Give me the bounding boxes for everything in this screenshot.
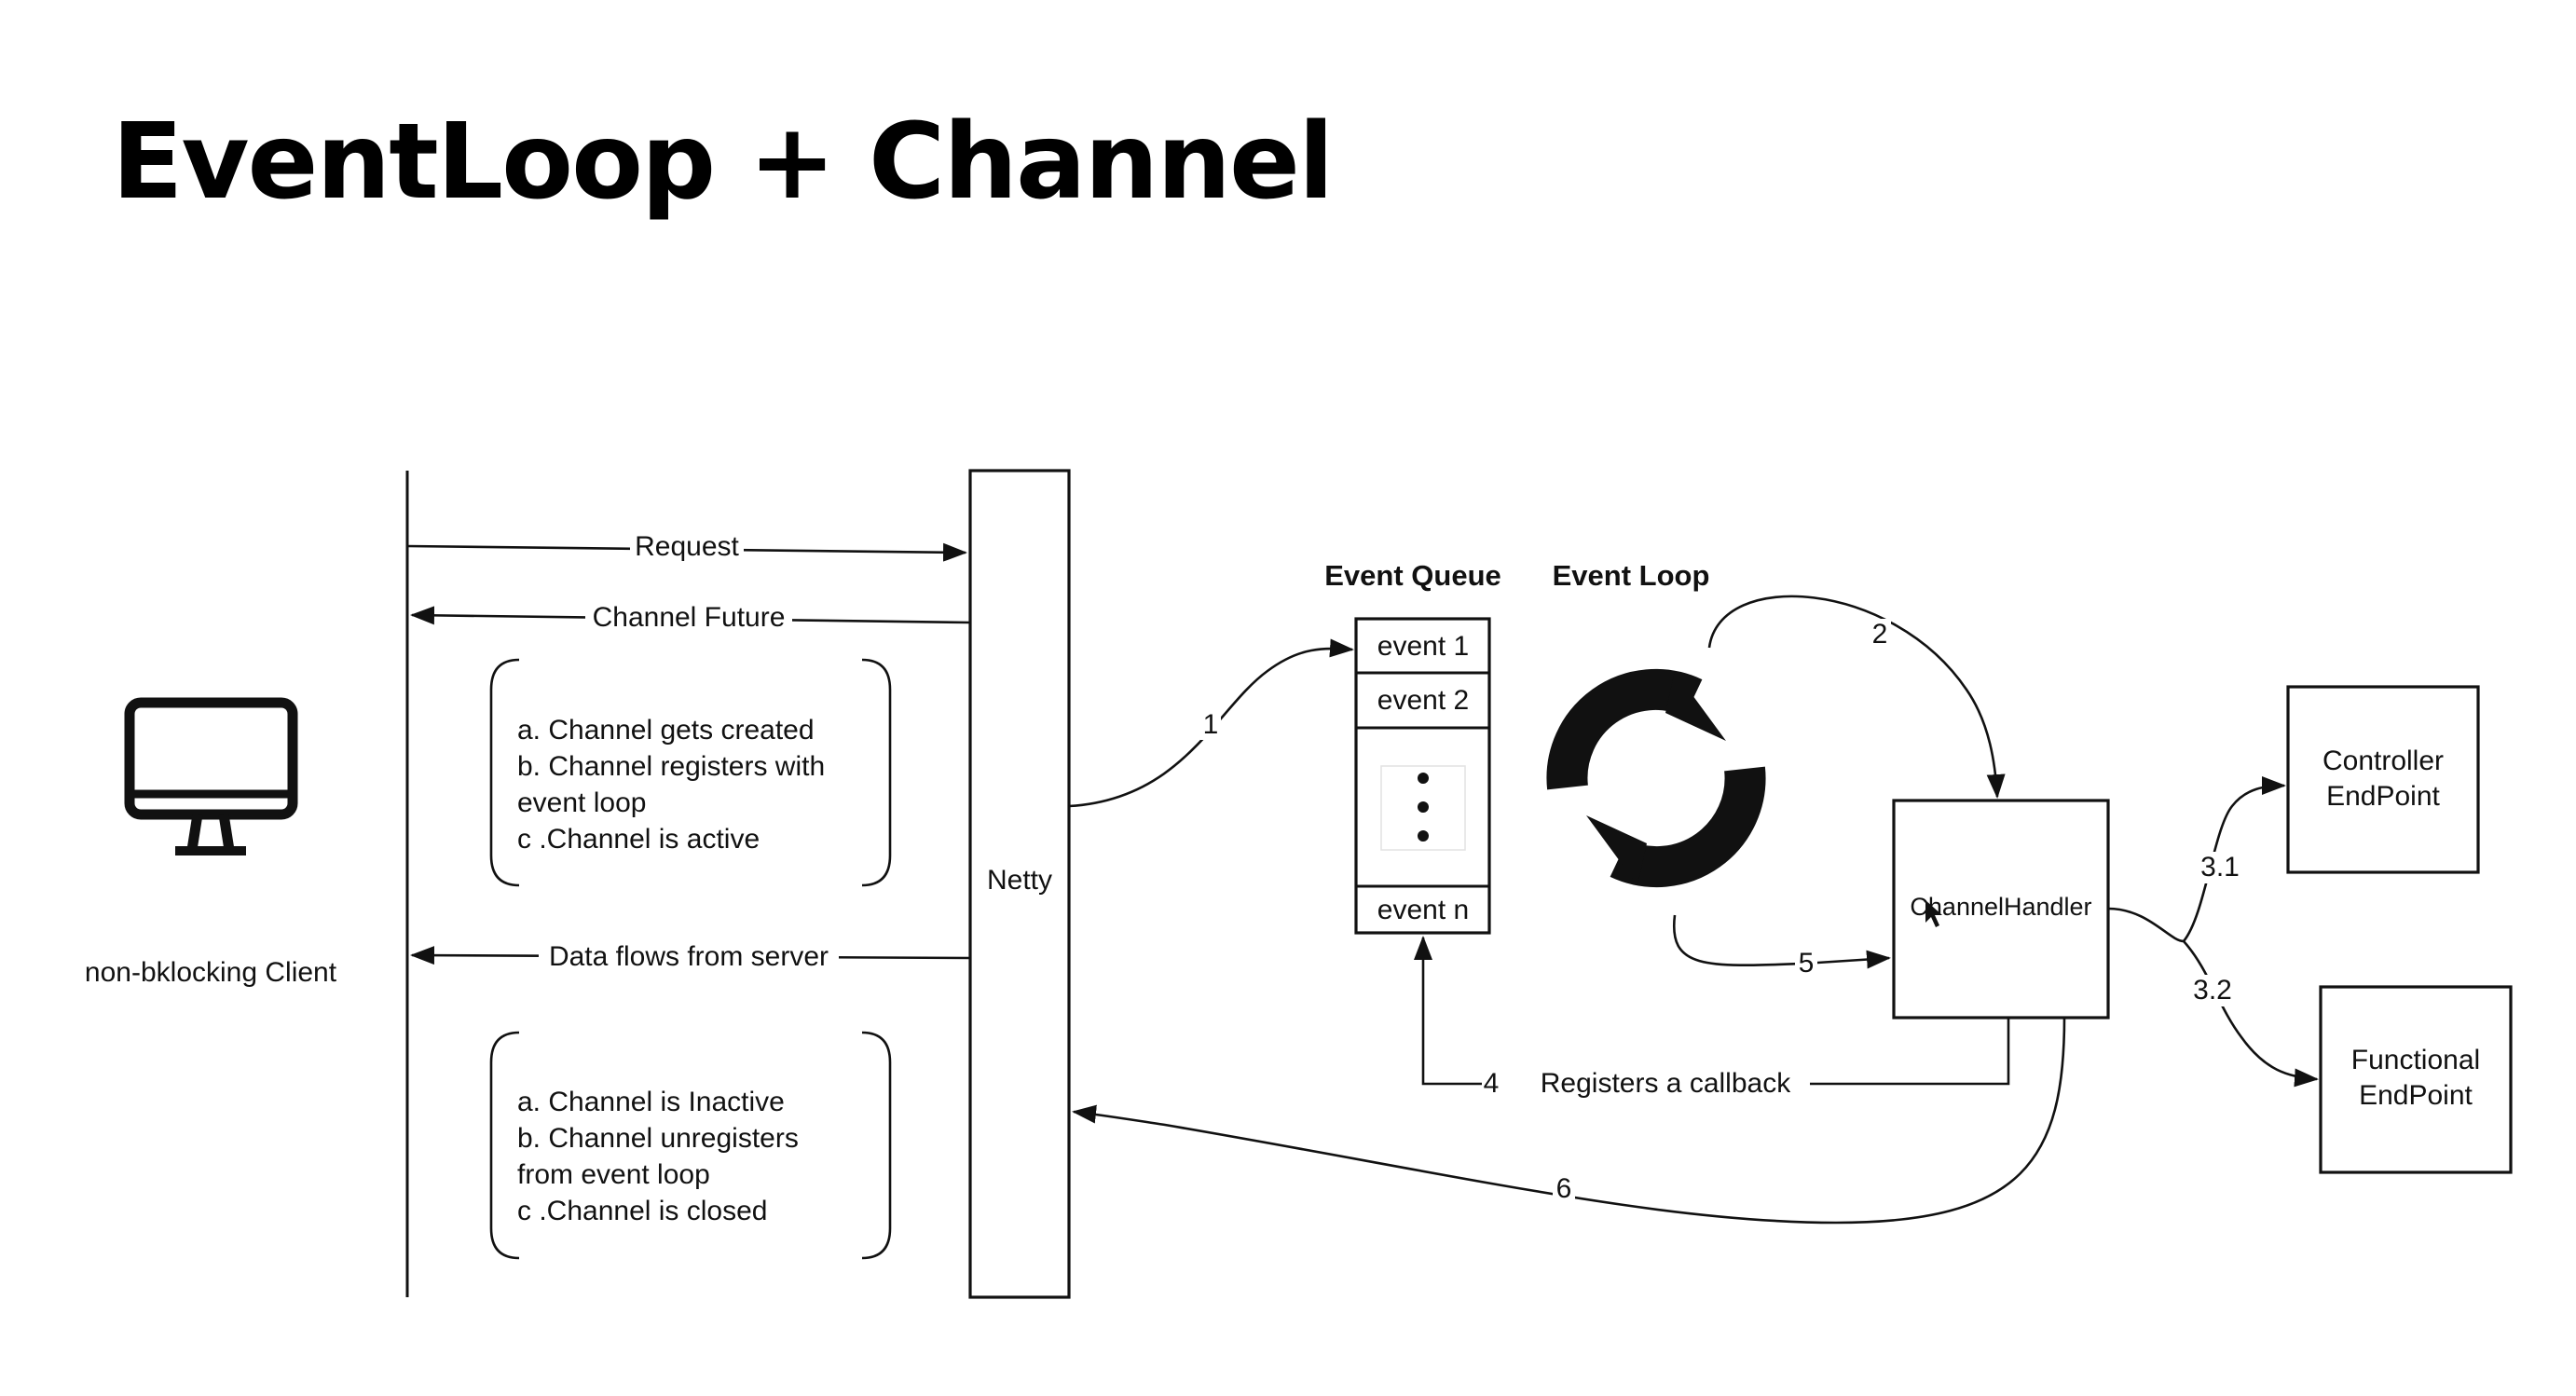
- lifecycle-active-line: a. Channel gets created: [517, 715, 815, 746]
- channel-future-label: Channel Future: [593, 602, 786, 633]
- step-2-label: 2: [1872, 619, 1888, 650]
- step-1-arrow: [1068, 638, 1354, 808]
- desktop-monitor-icon: [124, 697, 298, 855]
- step-1-label: 1: [1203, 709, 1219, 740]
- event-queue-header: Event Queue: [1324, 559, 1501, 592]
- lifecycle-active-group: a. Channel gets created b. Channel regis…: [489, 658, 892, 887]
- step-4-callback-label: Registers a callback: [1541, 1068, 1791, 1099]
- step-4-label: 4: [1484, 1068, 1500, 1099]
- client-label: non-bklocking Client: [85, 957, 337, 988]
- step-2-arrow: [1707, 595, 2006, 799]
- mouse-cursor-icon: [1925, 900, 1942, 927]
- netty-box: [968, 469, 1071, 1299]
- lifecycle-active-line: b. Channel registers with: [517, 751, 825, 782]
- functional-endpoint-line: EndPoint: [2359, 1080, 2473, 1111]
- controller-endpoint-line: EndPoint: [2326, 781, 2440, 812]
- refresh-cycle-icon: [1546, 668, 1766, 888]
- lifecycle-inactive-group: a. Channel is Inactive b. Channel unregi…: [489, 1031, 892, 1260]
- event-queue-item: event n: [1377, 895, 1469, 925]
- step-3-1-arrow: [2107, 776, 2286, 943]
- step-6-arrow: [1072, 1017, 2066, 1225]
- functional-endpoint-line: Functional: [2351, 1045, 2480, 1075]
- step-3-2-label: 3.2: [2193, 975, 2232, 1006]
- event-queue: event 1 event 2 event n: [1354, 617, 1491, 935]
- lifecycle-active-line: event loop: [517, 787, 646, 818]
- functional-endpoint-box: [2319, 985, 2513, 1174]
- slide-title: EventLoop + Channel: [112, 102, 1334, 223]
- request-label: Request: [635, 531, 739, 562]
- lifecycle-inactive-line: from event loop: [517, 1159, 710, 1190]
- event-loop-header: Event Loop: [1553, 559, 1710, 592]
- netty-label: Netty: [987, 865, 1052, 896]
- step-5-arrow: [1672, 914, 1891, 969]
- step-3-1-label: 3.1: [2200, 852, 2240, 883]
- event-queue-item: event 1: [1377, 631, 1469, 662]
- step-6-label: 6: [1556, 1173, 1572, 1204]
- lifecycle-inactive-line: c .Channel is closed: [517, 1196, 767, 1226]
- channel-handler-label: ChannelHandler: [1910, 893, 2091, 921]
- ellipsis-icon: [1418, 773, 1429, 842]
- lifecycle-inactive-line: b. Channel unregisters: [517, 1123, 799, 1154]
- event-queue-item: event 2: [1377, 685, 1469, 716]
- step-3-2-arrow: [2183, 940, 2319, 1088]
- controller-endpoint-line: Controller: [2323, 746, 2444, 776]
- lifecycle-inactive-line: a. Channel is Inactive: [517, 1087, 785, 1117]
- controller-endpoint-box: [2286, 685, 2480, 874]
- step-5-label: 5: [1799, 948, 1815, 979]
- lifecycle-active-line: c .Channel is active: [517, 824, 760, 855]
- data-flows-label: Data flows from server: [549, 941, 829, 972]
